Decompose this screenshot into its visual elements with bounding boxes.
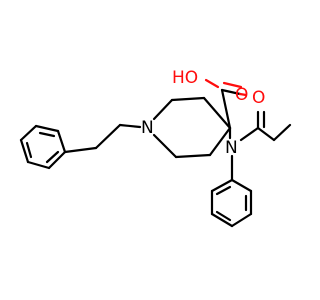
structure-canvas: HO O O N N — [19, 68, 292, 228]
amide-o-label: O — [252, 88, 265, 108]
atom-labels: HO O O N N — [141, 68, 265, 158]
ethyl-linker — [63, 123, 142, 154]
piperidine-n-label: N — [141, 118, 154, 138]
anilide-bonds — [228, 110, 292, 182]
molecule-diagram: HO O O N N — [19, 68, 292, 228]
phenyl-ring-bottom — [210, 178, 253, 228]
phenyl-ring-left — [19, 124, 67, 170]
piperidine-ring — [152, 96, 232, 159]
carboxyl-group — [204, 78, 248, 130]
carboxyl-oh-label: HO — [172, 68, 198, 88]
carboxyl-o-label: O — [235, 85, 248, 105]
amide-n-label: N — [225, 138, 238, 158]
